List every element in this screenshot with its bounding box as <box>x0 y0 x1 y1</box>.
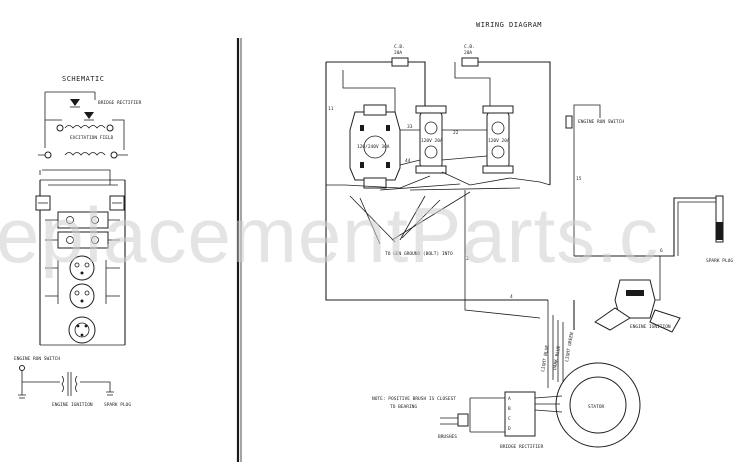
schematic-receptacle-a <box>69 255 95 281</box>
wire-number: 15 <box>576 176 582 182</box>
lead-light-green-label: LIGHT GREEN <box>564 332 575 363</box>
lead-light-blue-label: LIGHT BLUE <box>540 344 551 372</box>
wire-number: 11 <box>328 106 334 112</box>
spark-plug: SPARK PLUG <box>706 195 733 264</box>
receptacle-120-240v: 120/240V 30A <box>349 104 401 189</box>
svg-text:C: C <box>508 416 511 422</box>
stator: STATOR <box>555 362 641 448</box>
circuit-breaker-right: C.B. 20A <box>461 44 479 67</box>
ground-wires <box>349 191 471 245</box>
ground-note-label: TO GEN GROUND (BOLT) INTO <box>385 251 453 257</box>
note-line-1: NOTE: POSITIVE BRUSH IS CLOSEST <box>372 396 456 402</box>
wire-number: 2 <box>466 256 469 262</box>
wire-number: 44 <box>405 158 411 164</box>
schematic-title: SCHEMATIC <box>62 75 104 83</box>
schematic-section: BRIDGE RECTIFIER EXCITATION FIELD <box>14 91 142 408</box>
schematic-excitation-field-label: EXCITATION FIELD <box>70 135 114 141</box>
engine-run-switch: ENGINE RUN SWITCH <box>565 115 624 129</box>
schematic-spark-plug-label: SPARK PLUG <box>104 402 131 408</box>
note-line-2: TO BEARING <box>390 404 417 410</box>
diode-symbol <box>70 99 94 121</box>
stator-label: STATOR <box>588 404 605 410</box>
wire-number: 6 <box>660 248 663 254</box>
receptacle-120v-middle: 120V 20A <box>415 105 447 174</box>
engine-ignition: ENGINE IGNITION <box>594 279 681 333</box>
spark-plug-label: SPARK PLUG <box>706 258 733 264</box>
lead-dark-blue-label: DARK BLUE <box>552 345 562 370</box>
schematic-engine-run-switch-label: ENGINE RUN SWITCH <box>14 356 60 362</box>
bridge-rectifier: A B C D BRIDGE RECTIFIER <box>500 391 544 450</box>
schematic-receptacle-b <box>69 283 95 309</box>
cb-left-rating: 20A <box>394 50 402 56</box>
receptacle-120v-right: 120V 20A <box>482 105 514 174</box>
watermark-text: eplacementParts.c <box>0 191 659 279</box>
receptacle-mid-label: 120V 20A <box>421 138 443 144</box>
cb-right-rating: 20A <box>464 50 472 56</box>
wiring-section: C.B. 20A C.B. 20A 120/240V 30A <box>325 44 733 450</box>
svg-text:A: A <box>508 396 511 402</box>
bridge-rectifier-label: BRIDGE RECTIFIER <box>500 444 544 450</box>
receptacle-left-label: 120/240V 30A <box>357 144 390 150</box>
brushes: BRUSHES <box>438 413 469 440</box>
wire-number: 4 <box>510 294 513 300</box>
wire-number: 33 <box>407 124 413 130</box>
brushes-label: BRUSHES <box>438 434 457 440</box>
cb-left-label: C.B. <box>394 44 405 50</box>
schematic-engine-ignition-label: ENGINE IGNITION <box>52 402 93 408</box>
wire-number: 22 <box>453 130 459 136</box>
schematic-bridge-rectifier-label: BRIDGE RECTIFIER <box>98 100 142 106</box>
cb-right-label: C.B. <box>464 44 475 50</box>
ignition-coil-symbol <box>61 372 78 396</box>
schematic-twistlock <box>68 316 96 344</box>
receptacle-right-label: 120V 20A <box>488 138 510 144</box>
engine-ignition-label: ENGINE IGNITION <box>630 324 671 330</box>
svg-text:D: D <box>508 426 511 432</box>
engine-run-switch-label: ENGINE RUN SWITCH <box>578 119 624 125</box>
wiring-diagram-title: WIRING DIAGRAM <box>476 21 542 29</box>
circuit-breaker-left: C.B. 20A <box>391 44 409 67</box>
svg-text:B: B <box>508 406 511 412</box>
